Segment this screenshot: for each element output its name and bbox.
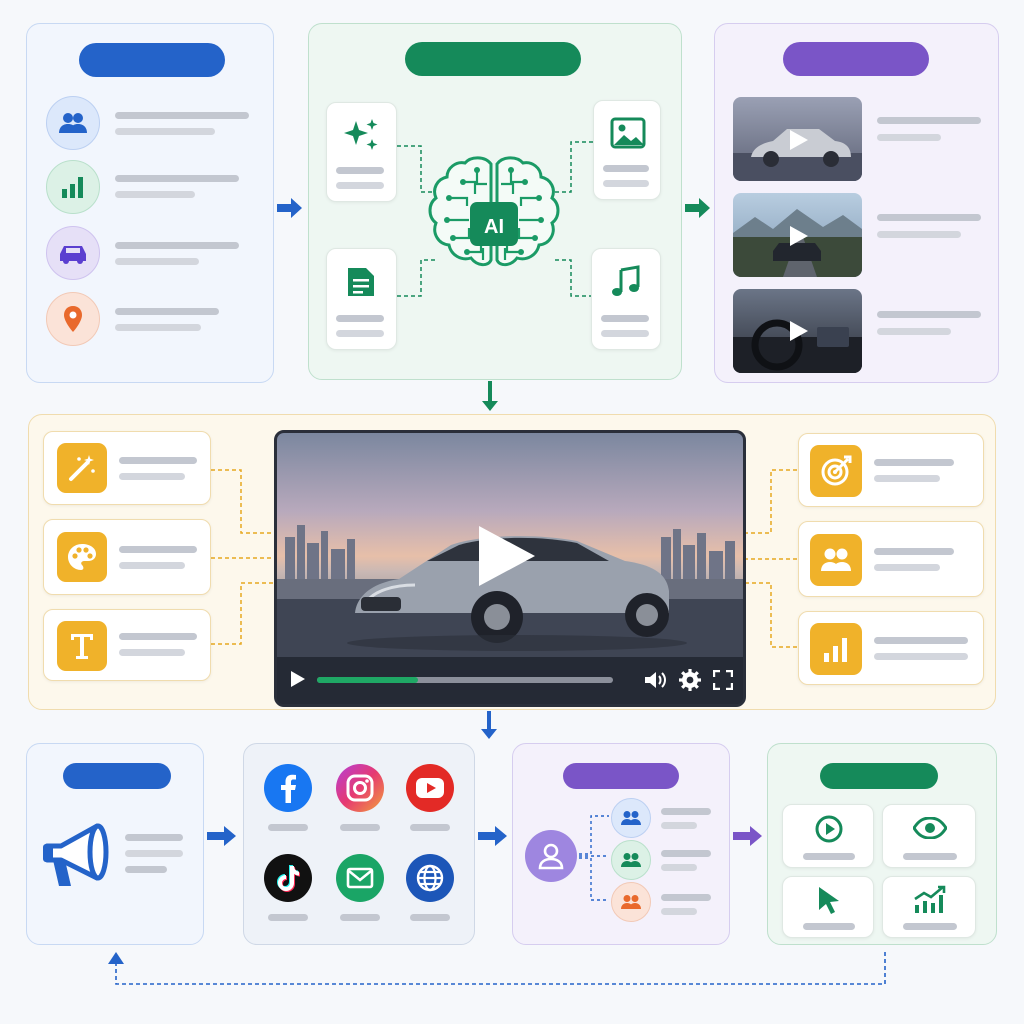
document-asset-card: [326, 248, 397, 350]
flow-arrow-right: [685, 198, 710, 218]
sparkles-asset-card: [326, 102, 397, 202]
campaign-panel-title-pill: [63, 763, 171, 789]
users-icon: [611, 840, 651, 880]
play-icon[interactable]: [787, 129, 809, 151]
flow-arrow-right: [277, 198, 302, 218]
video-clips-panel: [714, 23, 999, 383]
users-icon: [611, 798, 651, 838]
flow-arrow-right: [733, 826, 762, 846]
image-icon: [610, 117, 646, 149]
ai-panel-title-pill: [405, 42, 581, 76]
play-icon[interactable]: [787, 225, 809, 247]
segments-panel: [512, 743, 730, 945]
chart-bars-icon: [46, 160, 100, 214]
image-asset-card: [593, 100, 661, 200]
globe-icon[interactable]: [406, 854, 454, 902]
document-icon: [348, 268, 374, 296]
impressions-metric-card: [882, 804, 976, 868]
audience-data-panel: [26, 23, 274, 383]
clicks-metric-card: [782, 876, 874, 938]
flow-arrow-down: [481, 711, 497, 739]
chart-bars-icon: [810, 623, 862, 675]
color-palette-tool[interactable]: [43, 519, 211, 595]
play-icon[interactable]: [787, 320, 809, 342]
progress-track[interactable]: [317, 677, 613, 683]
analytics-option[interactable]: [798, 611, 984, 685]
magic-wand-tool[interactable]: [43, 431, 211, 505]
ai-badge-label: AI: [484, 216, 504, 238]
megaphone-icon: [43, 823, 109, 886]
magic-wand-icon: [57, 443, 107, 493]
music-asset-card: [591, 248, 661, 350]
clips-panel-title-pill: [783, 42, 929, 76]
video-editor-panel: [28, 414, 996, 710]
player-controls: [277, 657, 743, 704]
flow-arrow-right: [478, 826, 507, 846]
play-icon[interactable]: [473, 523, 537, 589]
video-thumbnail-car-road[interactable]: [733, 193, 862, 277]
volume-icon[interactable]: [643, 669, 667, 691]
facebook-icon[interactable]: [264, 764, 312, 812]
targeting-option[interactable]: [798, 433, 984, 507]
tiktok-icon[interactable]: [264, 854, 312, 902]
video-thumbnail-car-studio[interactable]: [733, 97, 862, 181]
email-icon[interactable]: [336, 854, 384, 902]
target-icon: [810, 445, 862, 497]
sparkles-icon: [344, 119, 378, 150]
audience-panel-title-pill: [79, 43, 225, 77]
cursor-icon: [819, 887, 839, 914]
youtube-icon[interactable]: [406, 764, 454, 812]
ai-brain-icon: [428, 156, 560, 267]
audience-option[interactable]: [798, 521, 984, 597]
car-icon: [46, 226, 100, 280]
user-icon: [525, 830, 577, 882]
segments-panel-title-pill: [563, 763, 679, 789]
palette-icon: [57, 532, 107, 582]
campaign-panel: [26, 743, 204, 945]
feedback-loop-arrow: [108, 952, 886, 985]
users-icon: [810, 534, 862, 586]
ai-generation-panel: AI: [308, 23, 682, 380]
play-circle-icon: [815, 815, 843, 843]
text-icon: [57, 621, 107, 671]
eye-icon: [913, 817, 947, 839]
music-note-icon: [612, 265, 640, 296]
text-tool[interactable]: [43, 609, 211, 681]
instagram-icon[interactable]: [336, 764, 384, 812]
users-icon: [611, 882, 651, 922]
users-icon: [46, 96, 100, 150]
channels-panel: [243, 743, 475, 945]
metrics-panel-title-pill: [820, 763, 938, 789]
fullscreen-icon[interactable]: [713, 670, 733, 690]
play-icon[interactable]: [290, 670, 306, 688]
metrics-panel: [767, 743, 997, 945]
chart-growth-icon: [914, 885, 946, 913]
location-pin-icon: [46, 292, 100, 346]
gear-icon[interactable]: [679, 669, 701, 691]
flow-arrow-down: [482, 381, 498, 411]
video-thumbnail-car-interior[interactable]: [733, 289, 862, 373]
video-player[interactable]: [274, 430, 746, 707]
video-frame[interactable]: [277, 433, 743, 657]
progress-fill: [317, 677, 418, 683]
growth-metric-card: [882, 876, 976, 938]
flow-arrow-right: [207, 826, 236, 846]
views-metric-card: [782, 804, 874, 868]
